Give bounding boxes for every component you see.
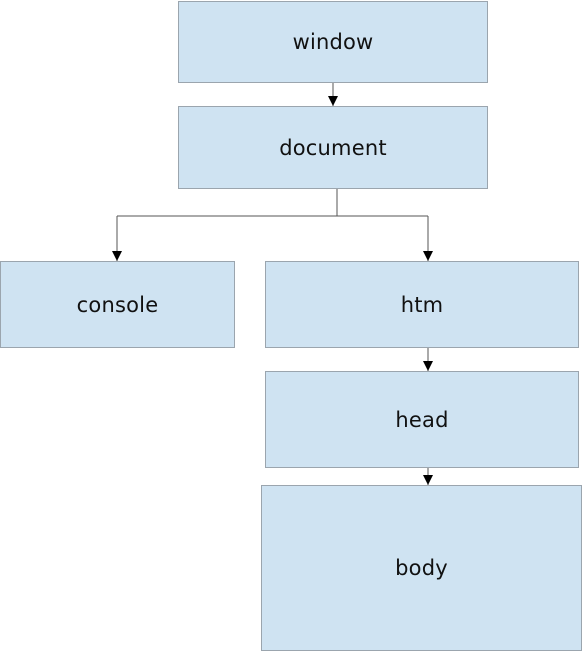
node-body-label: body — [395, 556, 448, 580]
node-body: body — [261, 485, 582, 651]
node-window: window — [178, 1, 488, 83]
node-window-label: window — [292, 30, 374, 54]
node-console-label: console — [76, 292, 159, 317]
node-document-label: document — [279, 135, 387, 160]
node-head-label: head — [395, 407, 449, 432]
node-document: document — [178, 106, 488, 189]
node-html-label: htm — [400, 292, 444, 317]
node-html: htm — [265, 261, 579, 348]
node-console: console — [0, 261, 235, 348]
node-head: head — [265, 371, 579, 468]
